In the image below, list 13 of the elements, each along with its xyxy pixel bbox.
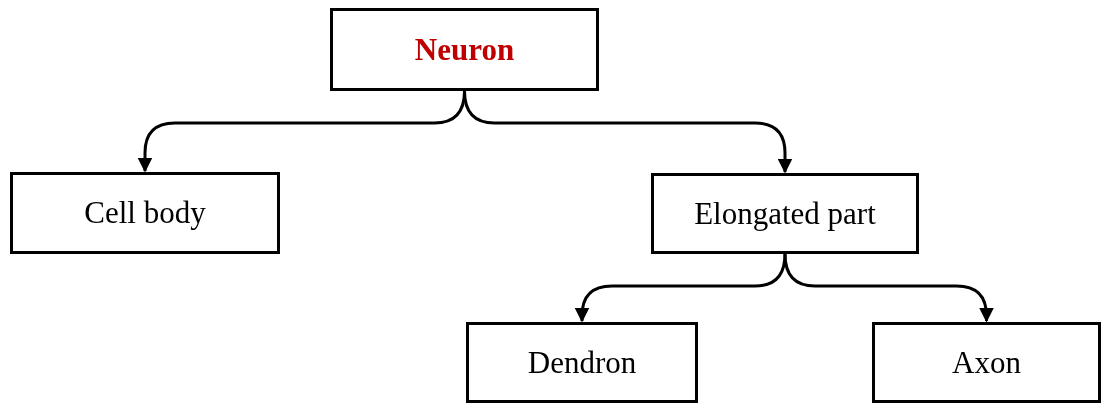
node-label: Dendron bbox=[527, 344, 637, 381]
node-box bbox=[466, 322, 698, 403]
node-box bbox=[10, 172, 280, 254]
node-box bbox=[651, 173, 919, 254]
arrow bbox=[463, 90, 793, 174]
node-box bbox=[330, 8, 599, 91]
node-label: Elongated part bbox=[694, 195, 876, 232]
node-label: Axon bbox=[952, 344, 1021, 381]
arrow bbox=[783, 253, 994, 323]
arrow bbox=[574, 253, 787, 323]
node-label: Cell body bbox=[84, 195, 206, 231]
node-box bbox=[872, 322, 1101, 403]
node-label: Neuron bbox=[414, 31, 515, 68]
